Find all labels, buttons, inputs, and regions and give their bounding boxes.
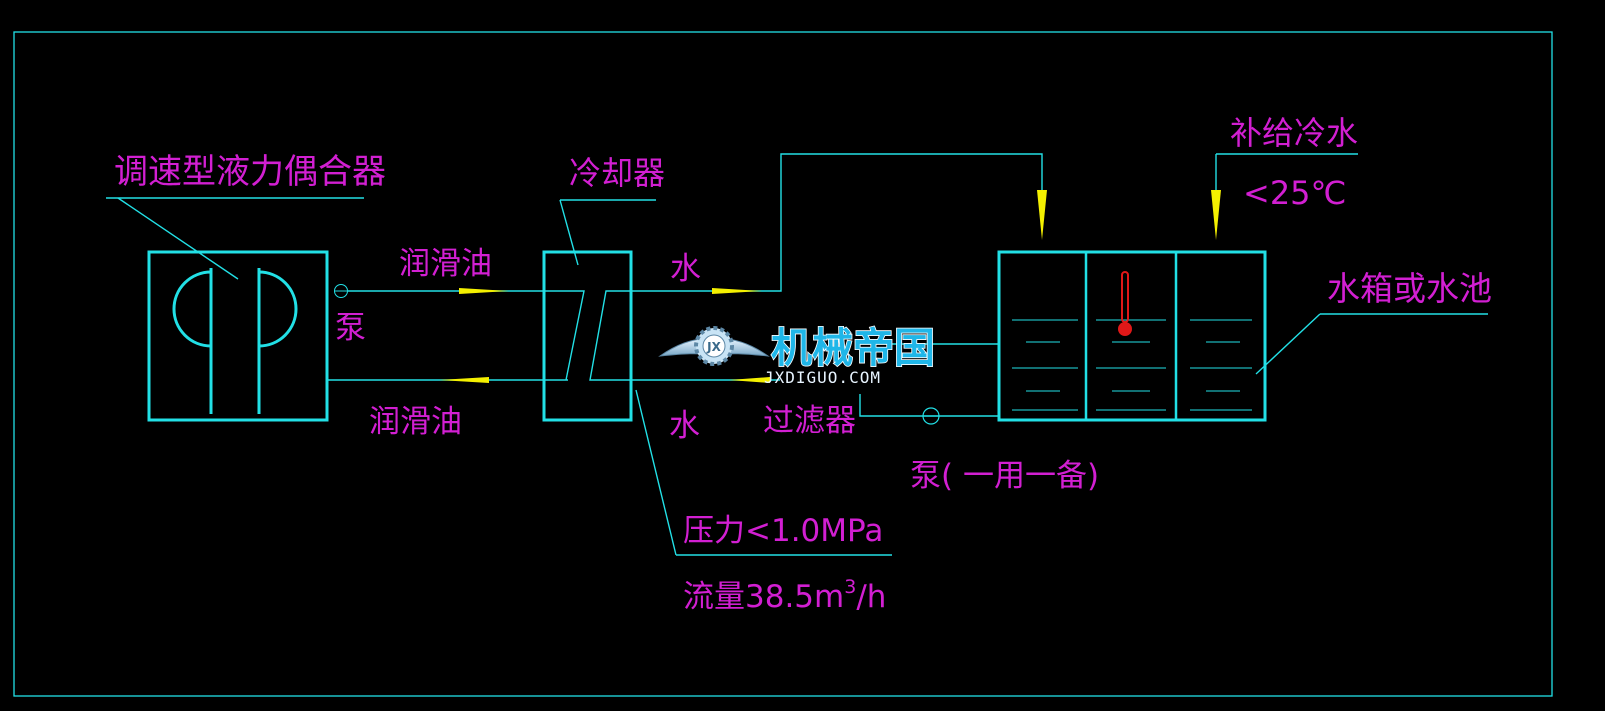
water-bottom-label: 水: [669, 408, 700, 444]
pump-standby-label: 泵( 一用一备): [910, 458, 1099, 494]
watermark-emblem-text: JX: [706, 340, 721, 354]
tank-label-leader: [1255, 313, 1321, 375]
watermark-title: 机械帝国: [771, 324, 935, 372]
cooler-label-leader: [559, 199, 579, 266]
tank-box: [997, 250, 1267, 422]
water-tank: [997, 250, 1267, 422]
oil-supply-arrow: [459, 288, 509, 294]
pump-left-label: 泵: [335, 310, 366, 346]
cooler-label: 冷却器: [569, 154, 665, 192]
pressure-label-leader: [635, 389, 677, 556]
water-top-label: 水: [670, 251, 701, 287]
coupler-unit: [147, 250, 329, 422]
flow-label: 流量38.5m3/h: [683, 576, 886, 615]
oil-return-arrow: [439, 377, 489, 383]
flow-label-superscript: 3: [844, 576, 856, 598]
makeup-water-label: 补给冷水: [1230, 114, 1358, 152]
cooler-coil-oil: [565, 290, 585, 381]
pressure-label: 压力<1.0MPa: [683, 513, 883, 549]
makeup-water-arrow: [1211, 190, 1221, 240]
tank-label: 水箱或水池: [1327, 269, 1492, 308]
watermark-site: JXDIGUO.COM: [764, 368, 881, 387]
coupler-label-leader: [117, 197, 239, 280]
coupler-box: [147, 250, 329, 422]
makeup-temp-label: <25℃: [1243, 174, 1346, 212]
water-outlet-arrow: [712, 288, 762, 294]
water-return-arrow: [729, 377, 770, 383]
coupler-left-impeller: [172, 270, 212, 348]
cooler-box: [542, 250, 633, 422]
thermometer-icon: [1118, 271, 1132, 336]
cooler-coil-water: [589, 290, 631, 381]
flow-label-suffix: /h: [856, 579, 886, 615]
lube-oil-top-label: 润滑油: [399, 246, 492, 282]
tank-inlet-arrow: [1037, 190, 1047, 240]
coupler-label: 调速型液力偶合器: [114, 152, 386, 192]
tank-water-levels: [1012, 319, 1252, 411]
drawing-frame: [13, 31, 1553, 697]
flow-label-prefix: 流量38.5m: [683, 579, 844, 615]
coupler-right-impeller: [258, 270, 298, 348]
pump-suction-line: [859, 394, 999, 417]
lube-oil-bottom-label: 润滑油: [369, 404, 462, 440]
filter-label: 过滤器: [763, 403, 856, 439]
watermark-logo: JX 机械帝国 JXDIGUO.COM: [658, 323, 936, 387]
